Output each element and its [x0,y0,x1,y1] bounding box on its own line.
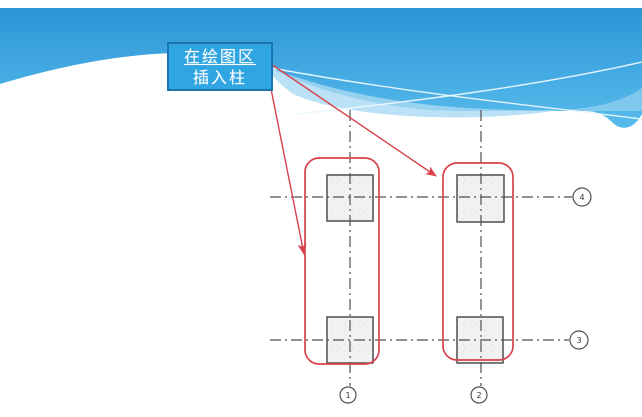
column-highlight-box [442,162,514,361]
banner-light-wave-right [560,88,642,111]
banner-light-wave [266,66,560,118]
banner-wave [0,8,642,128]
axis-bubble-label: 4 [579,193,584,202]
callout-line-1: 在绘图区 [183,46,256,66]
axis-bubble [572,187,592,207]
axis-bubble [470,386,488,404]
axis-bubble-label: 3 [576,336,581,345]
leader-arrow [267,61,437,177]
callout-insert-column: 在绘图区 插入柱 [167,42,273,91]
banner-swoosh-line-2 [265,66,642,120]
banner-swoosh-line-1 [295,61,642,115]
axis-bubble [339,386,357,404]
axis-bubble [569,330,589,350]
axis-bubble-label: 1 [345,391,350,400]
callout-line-2: 插入柱 [192,67,247,87]
banner-sky-shape [0,8,642,128]
column-highlight-box [304,157,380,365]
axis-bubble-label: 2 [476,391,481,400]
leader-arrow [265,63,307,255]
